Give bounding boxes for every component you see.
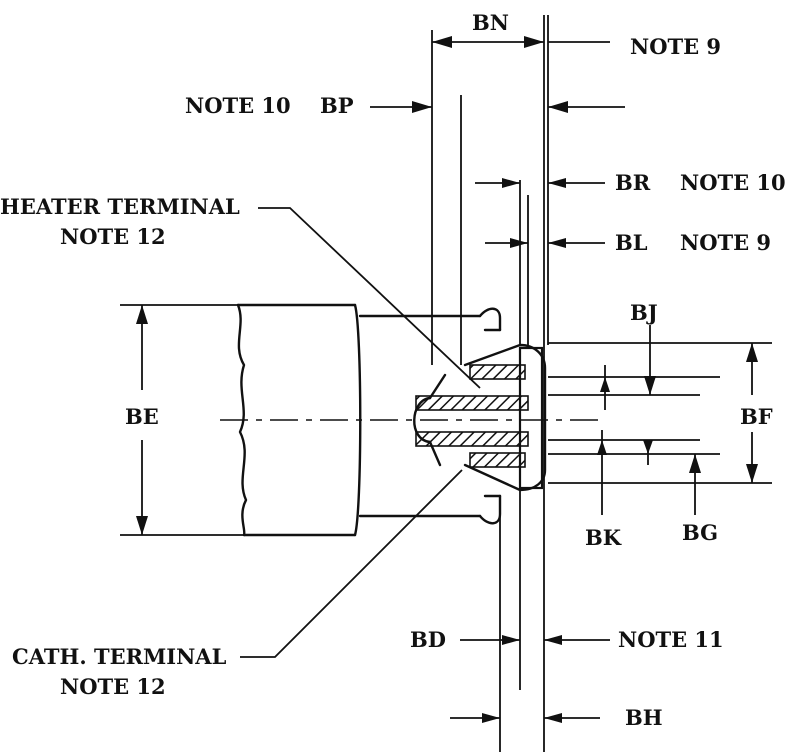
br-label: BR: [615, 170, 651, 195]
bh-dimension: [450, 713, 600, 723]
bh-label: BH: [625, 705, 663, 730]
cath-terminal-label: CATH. TERMINAL: [12, 644, 227, 669]
note9-top-label: NOTE 9: [630, 34, 721, 59]
note10-br-label: NOTE 10: [680, 170, 786, 195]
bd-label: BD: [410, 627, 446, 652]
bp-dimension: [370, 101, 625, 113]
bd-dimension: [460, 635, 610, 645]
heater-note-label: NOTE 12: [60, 224, 166, 249]
note9-bl-label: NOTE 9: [680, 230, 771, 255]
be-label: BE: [125, 404, 159, 429]
tube-body-outline: [236, 303, 482, 537]
heater-terminal-label: HEATER TERMINAL: [0, 194, 240, 219]
br-dimension: [475, 178, 605, 188]
bk-label: BK: [585, 525, 622, 550]
cathode-terminal-cap: [463, 343, 547, 492]
be-dimension: [120, 304, 244, 536]
bp-label: BP: [320, 93, 354, 118]
cath-note-label: NOTE 12: [60, 674, 166, 699]
bf-label: BF: [740, 404, 773, 429]
terminal-flange: [478, 307, 502, 525]
heater-terminal-pin: [413, 373, 529, 467]
bl-label: BL: [615, 230, 648, 255]
bf-dimension: [746, 343, 758, 483]
bn-dimension: [432, 36, 610, 48]
bg-dimension: [643, 440, 701, 515]
right-extension-lines: [548, 342, 772, 484]
bj-label: BJ: [630, 300, 658, 325]
bn-label: BN: [472, 10, 509, 35]
note11-label: NOTE 11: [618, 627, 724, 652]
bl-dimension: [485, 238, 605, 248]
bj-dimension: [600, 325, 656, 410]
leader-lines: [240, 207, 481, 658]
note10-bp-label: NOTE 10: [185, 93, 291, 118]
bk-dimension: [597, 430, 607, 515]
bg-label: BG: [682, 520, 718, 545]
reference-lines: [431, 15, 549, 752]
